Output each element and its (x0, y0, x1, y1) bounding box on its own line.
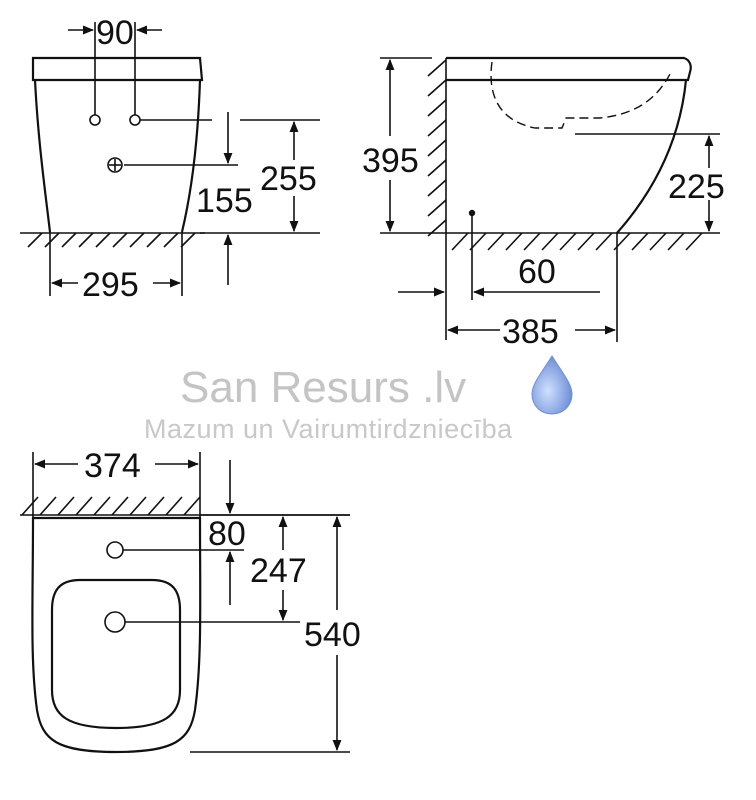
side-wall-hatch (427, 59, 447, 237)
side-floor-hatch (451, 232, 703, 251)
front-inlet-hole (107, 157, 123, 173)
top-inner-bowl (50, 578, 182, 730)
brand-name: San Resurs .lv (180, 363, 466, 412)
top-tap-hole (106, 541, 124, 559)
top-view: 374 80 247 540 (20, 447, 361, 754)
front-dim-top-label: 90 (96, 14, 134, 52)
front-dim-outer-label: 255 (260, 160, 317, 198)
top-dim-hole1-label: 80 (208, 515, 246, 553)
top-dim-hole2-label: 247 (250, 552, 307, 590)
side-dim-depth-label: 385 (502, 313, 559, 351)
top-outline (31, 516, 202, 754)
front-body (33, 79, 202, 233)
front-dim-inner-label: 155 (196, 182, 253, 220)
front-dim-width-label: 295 (82, 266, 139, 304)
brand-tagline: Mazum un Vairumtirdzniecība (144, 414, 513, 444)
side-dim-inlet-label: 60 (518, 253, 556, 291)
top-dim-width-label: 374 (84, 447, 141, 485)
side-dim-height-label: 395 (362, 142, 419, 180)
side-body-curve (616, 79, 688, 234)
front-view: 90 155 255 295 (20, 14, 320, 304)
watermark: San Resurs .lv Mazum un Vairumtirdzniecī… (144, 355, 573, 444)
front-rim (31, 56, 204, 82)
side-view: 395 225 60 385 (362, 56, 725, 351)
top-wall-hatch (21, 496, 201, 516)
front-fixing-hole-right (129, 114, 141, 126)
water-drop-icon (531, 355, 573, 415)
side-lid (446, 56, 692, 82)
side-inlet-point (468, 209, 476, 217)
front-fixing-hole-left (89, 114, 101, 126)
side-dim-outlet-label: 225 (668, 168, 725, 206)
front-floor-hatch (27, 232, 196, 248)
top-dim-length-label: 540 (304, 616, 361, 654)
side-bowl-hidden-line (490, 61, 673, 129)
top-drain-hole (104, 611, 126, 633)
